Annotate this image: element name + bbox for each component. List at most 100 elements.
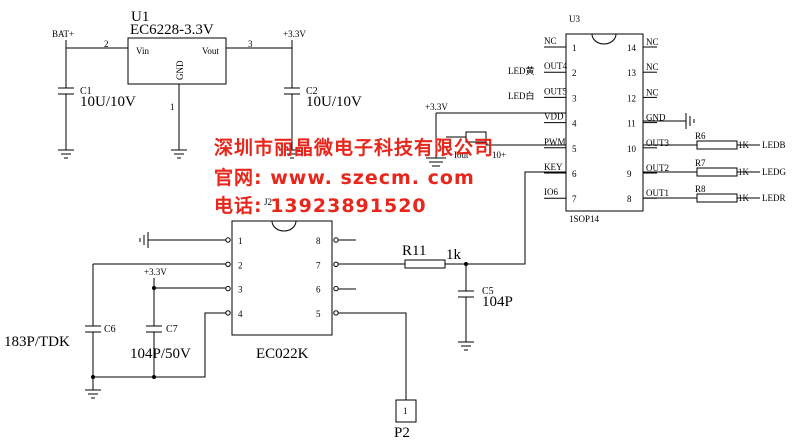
u1-part: EC6228-3.3V	[130, 22, 214, 38]
c5-ref: C5	[482, 286, 494, 297]
c6-value: 183P/TDK	[4, 334, 70, 350]
watermark-website: 官网: www. szecm. com	[214, 166, 475, 189]
u3-right-pin-number: 12	[627, 93, 636, 103]
c2-symbol	[284, 48, 300, 159]
r6-body	[696, 140, 738, 150]
small-label-b: 10+	[492, 150, 506, 160]
u3-chip: U3 1SOP14	[565, 14, 644, 224]
u3-left-pin-name: IO6	[544, 187, 558, 197]
u3-right-pin-number: 8	[627, 194, 632, 204]
u3-left-pin-number: 5	[572, 144, 577, 154]
junction-c7	[152, 286, 156, 290]
ec022k-right-pin-number: 5	[316, 309, 321, 319]
u3-left-pin-name: NC	[544, 36, 557, 46]
u3-left-pin-number: 2	[572, 68, 577, 78]
c7-net	[146, 278, 226, 377]
u3-left-pin-name: OUT4	[544, 61, 567, 71]
ec022k-left-pin-2	[225, 261, 231, 267]
u1-pin-gnd: 1	[170, 102, 175, 112]
led-left-1: LED黄	[508, 65, 535, 76]
ec022k-left-pin-number: 4	[238, 309, 243, 319]
u3-right-pin-number: 10	[627, 144, 637, 154]
u3-right-pin-number: 13	[627, 68, 637, 78]
u3-body	[565, 33, 644, 212]
u3-right-pin-name: OUT1	[646, 188, 669, 198]
c2-value: 10U/10V	[306, 94, 362, 110]
key-net	[445, 171, 566, 265]
r8-net: LEDR	[762, 193, 786, 203]
r7-value: 1K	[738, 167, 750, 177]
u3-right-pin-number: 11	[627, 119, 636, 129]
r8-ref: R8	[695, 184, 706, 194]
u3-right-pin-number: 9	[627, 169, 632, 179]
ec022k-part: EC022K	[256, 346, 309, 362]
c2-ref: C2	[306, 86, 318, 97]
u1-regulator: U1 EC6228-3.3V Vin Vout GND 2 3 1	[104, 9, 253, 112]
ec-nc-stubs	[338, 239, 356, 290]
r6-ref: R6	[695, 131, 706, 141]
c6-net	[85, 263, 226, 378]
u3-left-pin-number: 1	[572, 43, 577, 53]
c6-ground	[85, 377, 101, 399]
r6-net: LEDB	[762, 140, 786, 150]
u3-right-pin-number: 14	[627, 43, 637, 53]
pwm-cap	[465, 131, 487, 143]
u3-right-pin-name: NC	[646, 62, 659, 72]
u3-ground-symbol	[643, 113, 695, 129]
u3-left-pin-number: 7	[572, 194, 577, 204]
r11-value: 1k	[446, 247, 462, 263]
u1-ref: U1	[131, 9, 149, 25]
rail-label-ec: +3.3V	[144, 267, 167, 277]
bat-label: BAT+	[52, 29, 74, 39]
ec022k-body	[231, 220, 333, 336]
junction-gnd	[152, 375, 156, 379]
u3-left-pin-number: 6	[572, 169, 577, 179]
c1-symbol	[58, 48, 74, 159]
u3-left-pin-number: 4	[572, 119, 577, 129]
small-label-a: Iout	[454, 150, 469, 160]
u3-left-pin-number: 3	[572, 93, 577, 103]
c5-symbol	[458, 264, 474, 351]
u1-ground-symbol	[171, 149, 187, 159]
u1-pin-vout: 3	[248, 39, 253, 49]
r7-ref: R7	[695, 158, 706, 168]
u3-right-pin-name: NC	[646, 37, 659, 47]
ec022k-left-pin-1	[225, 237, 231, 243]
ec022k-notch	[271, 220, 297, 232]
watermark-phone: 电话: 13923891520	[214, 194, 427, 217]
p2-body	[395, 399, 417, 423]
led-left-2: LED白	[508, 90, 535, 101]
u1-vout-label: Vout	[202, 46, 219, 56]
c6-ref: C6	[104, 324, 116, 335]
c1-value: 10U/10V	[80, 94, 136, 110]
rail-label-vdd: +3.3V	[425, 102, 448, 112]
ec022k-right-pin-number: 7	[316, 260, 321, 270]
u1-body	[127, 37, 227, 85]
ec022k-right-pin-5	[333, 310, 339, 316]
u1-vin-label: Vin	[136, 46, 149, 56]
ec022k-left-pin-number: 1	[238, 236, 243, 246]
u3-left-pin-name: OUT5	[544, 86, 567, 96]
r11-body	[404, 259, 446, 269]
ec022k-left-pin-number: 2	[238, 260, 243, 270]
u3-left-pin-name: PWM	[544, 137, 566, 147]
u3-package: 1SOP14	[569, 214, 600, 224]
u3-pins: 1NC2OUT43OUT54VDD5PWM6KEY7IO614NC13NC12N…	[544, 36, 669, 204]
p2-pin: 1	[403, 406, 408, 416]
u3-ref: U3	[569, 14, 580, 24]
u1-pin-vin: 2	[104, 39, 109, 49]
ec022k-right-pin-number: 8	[316, 236, 321, 246]
u3-right-pin-name: OUT3	[646, 138, 669, 148]
u3-right-pin-name: NC	[646, 87, 659, 97]
u1-wires	[65, 40, 293, 150]
watermark-company: 深圳市丽晶微电子科技有限公司	[214, 136, 494, 159]
vdd-net	[426, 112, 566, 167]
ec022k-right-pin-6	[333, 285, 339, 292]
ec022k-left-pin-3	[225, 285, 231, 292]
ec-pin1-ground	[139, 232, 226, 248]
ec022k-left-pin-4	[225, 310, 231, 316]
ec022k-chip: J2 EC022K	[231, 197, 333, 362]
